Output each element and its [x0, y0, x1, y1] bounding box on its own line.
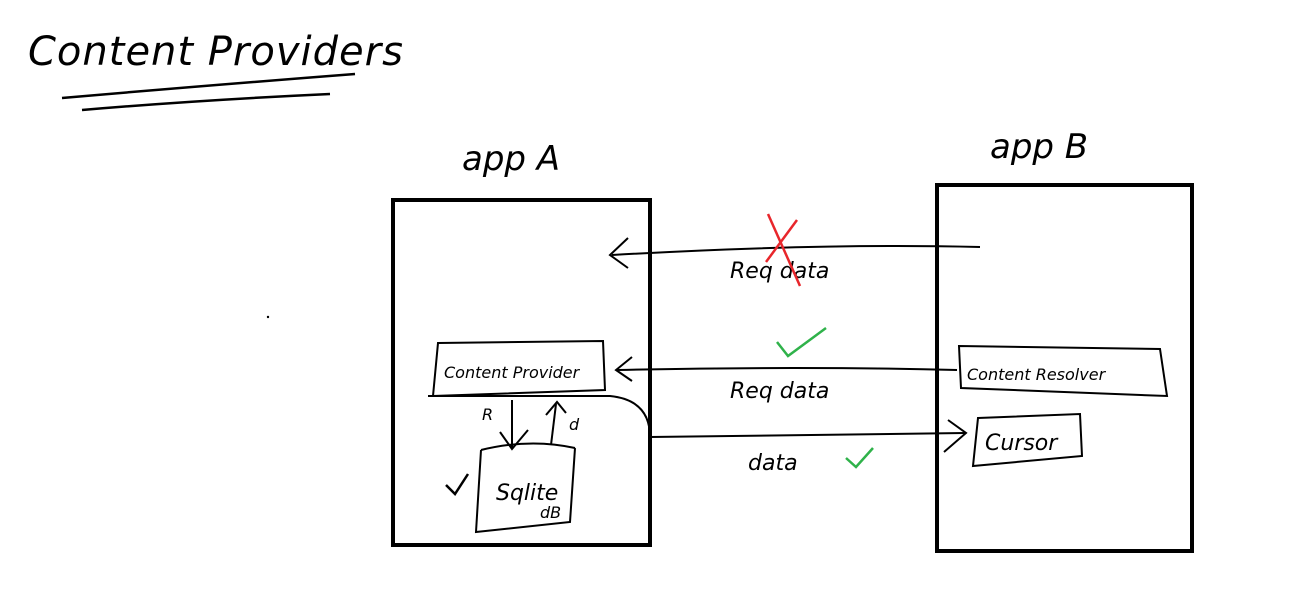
app-a-label: app A — [462, 139, 560, 179]
title-underline-1 — [61, 72, 356, 100]
diagram-title: Content Providers — [28, 29, 404, 75]
data-marker: d — [569, 415, 580, 434]
data-up-arrow-head — [545, 400, 567, 416]
response-check-icon — [845, 447, 874, 469]
content-resolver-label: Content Resolver — [967, 365, 1107, 384]
content-provider-box — [431, 339, 607, 398]
response-arrow-head — [943, 419, 968, 453]
title-underline-2 — [81, 92, 331, 112]
resolver-request-arrow-head — [614, 356, 633, 382]
read-arrow-head — [499, 429, 529, 451]
direct-request-label: Req data — [730, 259, 829, 284]
app-a-box — [391, 198, 652, 547]
app-b-box — [935, 183, 1194, 553]
response-arrow — [649, 432, 966, 438]
cursor-label: Cursor — [985, 431, 1059, 456]
db-check-icon — [445, 473, 470, 496]
app-b-label: app B — [990, 127, 1088, 167]
cross-icon-line-2 — [764, 219, 799, 263]
resolver-request-check-icon — [776, 326, 827, 358]
resolver-request-arrow — [616, 367, 958, 371]
db-top — [480, 442, 576, 451]
cross-icon-line-1 — [766, 213, 802, 287]
direct-request-arrow-head — [608, 237, 629, 269]
direct-request-arrow — [611, 245, 981, 256]
read-marker: R — [482, 405, 493, 424]
provider-outlet-line — [428, 395, 651, 438]
content-resolver-box — [957, 344, 1169, 398]
response-label: data — [748, 451, 798, 476]
db-body — [474, 447, 576, 534]
db-label-2: dB — [540, 503, 561, 522]
cursor-box — [971, 412, 1084, 468]
stray-dot — [266, 315, 270, 319]
db-label-1: Sqlite — [496, 481, 558, 506]
resolver-request-label: Req data — [730, 379, 829, 404]
content-provider-label: Content Provider — [444, 363, 581, 382]
data-up-arrow — [550, 403, 557, 446]
